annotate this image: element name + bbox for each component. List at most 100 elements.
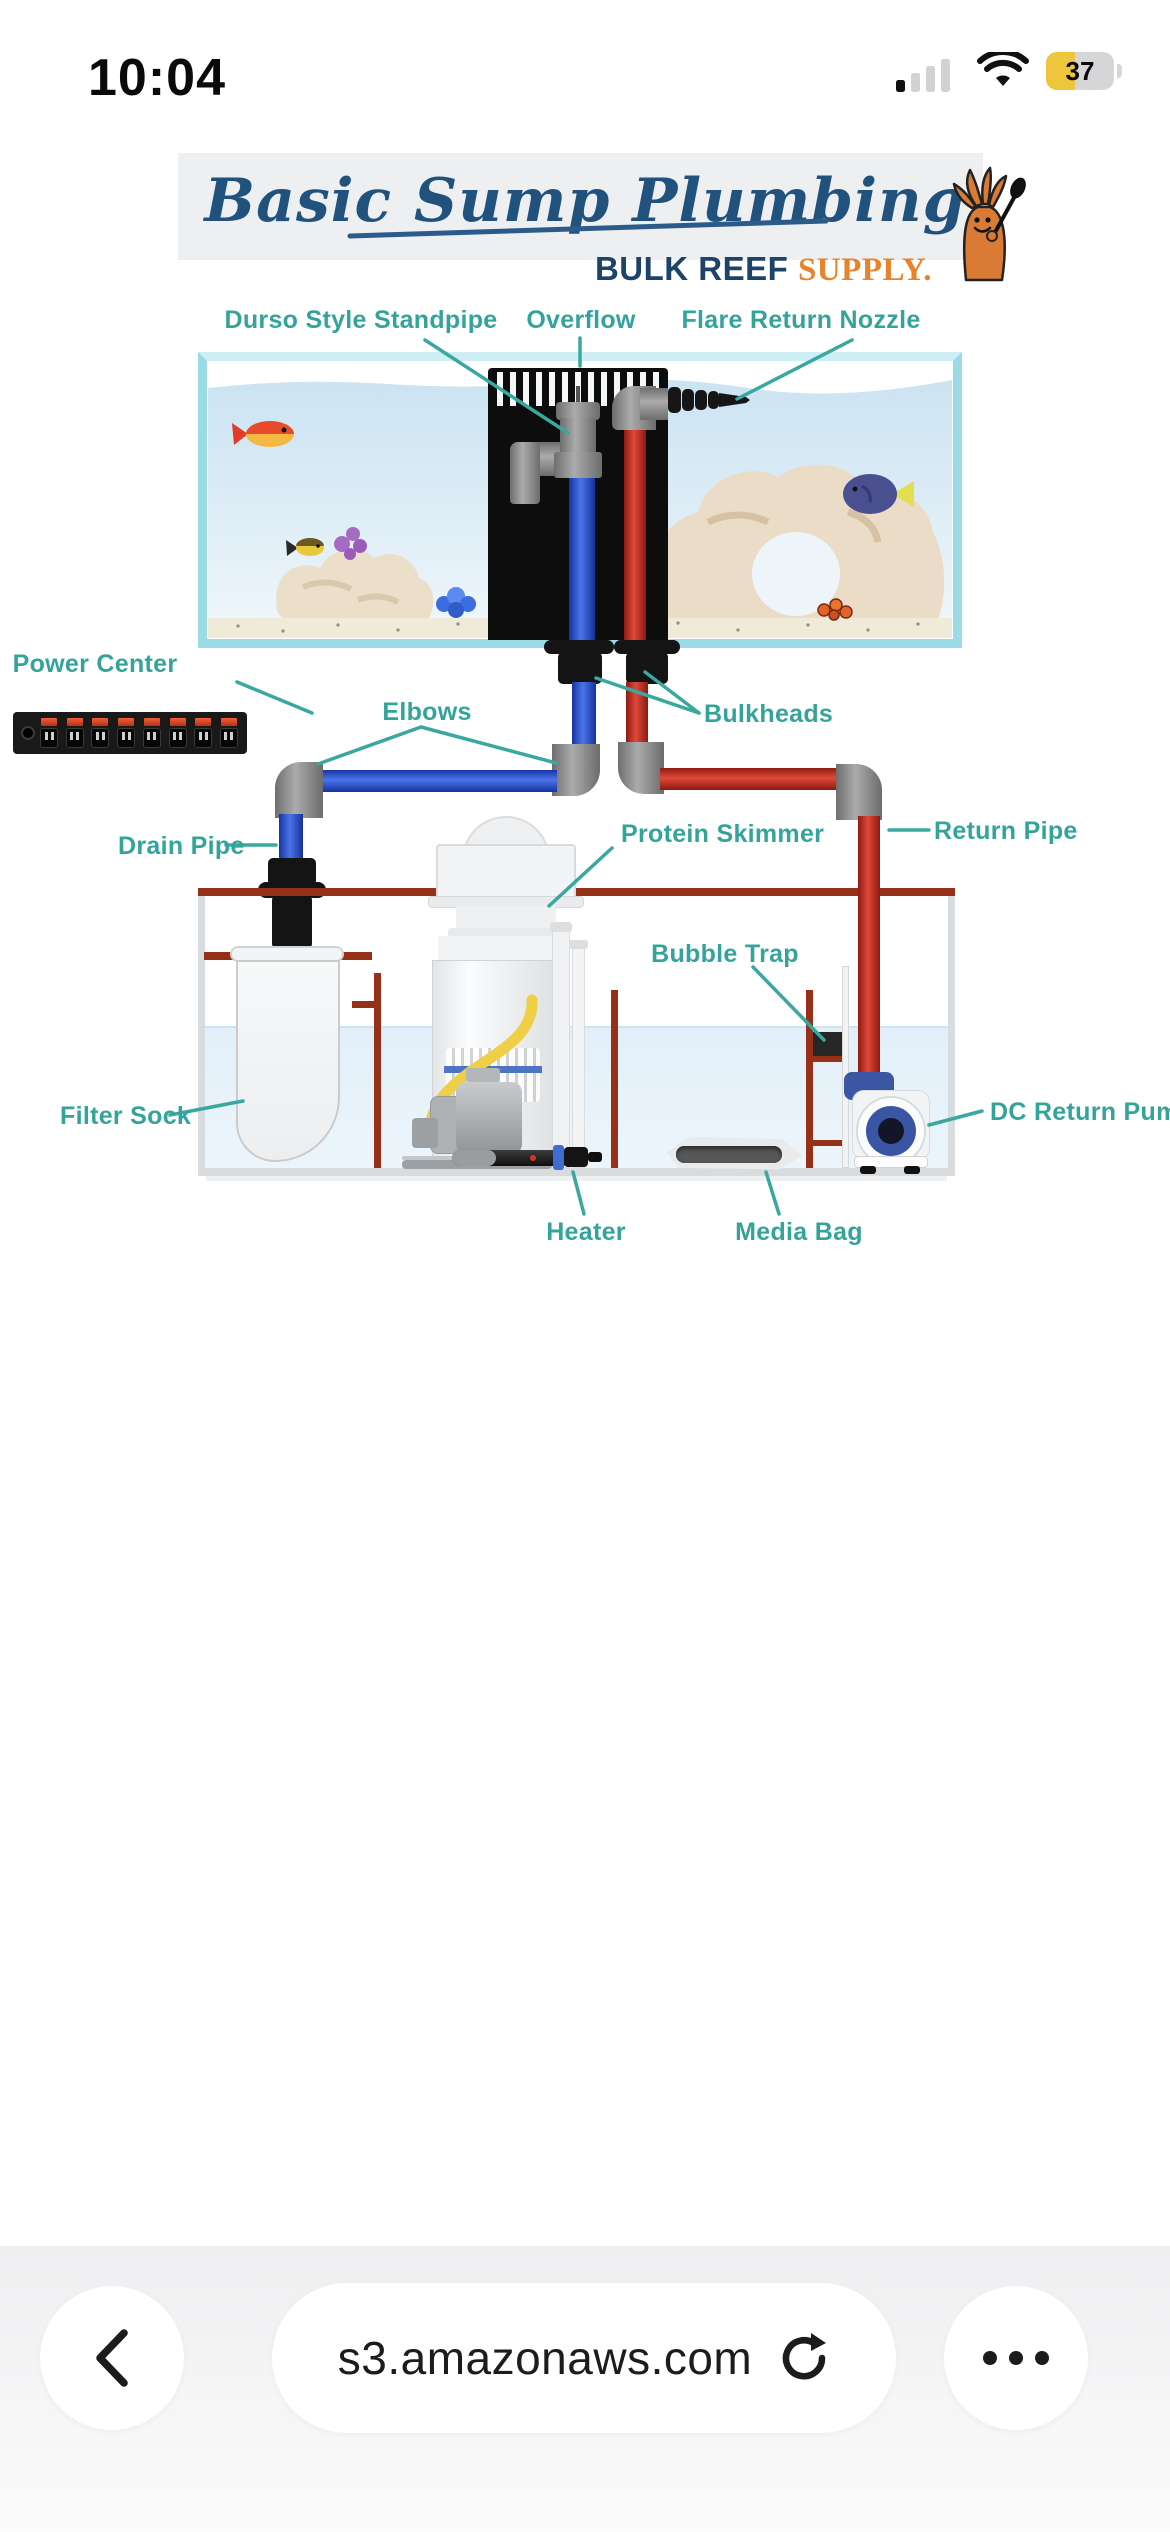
bulkhead-flange-drain bbox=[544, 640, 614, 654]
label-durso-standpipe: Durso Style Standpipe bbox=[224, 306, 498, 334]
outlet-row bbox=[39, 718, 239, 748]
elbow-red-right bbox=[836, 764, 882, 820]
label-filter-sock: Filter Sock bbox=[60, 1102, 192, 1130]
sock-holder-left bbox=[204, 952, 244, 960]
baffle-1-tab bbox=[352, 1001, 374, 1008]
label-media-bag: Media Bag bbox=[735, 1218, 863, 1246]
ellipsis-icon bbox=[1035, 2351, 1049, 2365]
media-bag-contents bbox=[676, 1146, 782, 1163]
brand-logo: BULK REEF SUPPLY. bbox=[595, 250, 932, 289]
bulkhead-body-drain bbox=[558, 652, 602, 684]
return-pipe-down bbox=[626, 682, 648, 744]
pump-screw bbox=[466, 1068, 500, 1082]
sock-holder-right bbox=[338, 952, 372, 960]
power-outlet bbox=[65, 718, 85, 748]
power-outlet bbox=[116, 718, 136, 748]
bulkhead-body-return bbox=[626, 652, 668, 684]
brs-mascot-icon bbox=[952, 166, 1026, 282]
return-pipe-vertical bbox=[858, 816, 880, 1076]
flare-nozzle bbox=[668, 387, 750, 413]
elbow-blue-left bbox=[275, 762, 323, 818]
ellipsis-icon bbox=[983, 2351, 997, 2365]
power-outlet bbox=[193, 718, 213, 748]
banner bbox=[178, 153, 983, 260]
gate-valve-top bbox=[268, 858, 316, 886]
battery-fill bbox=[1046, 52, 1075, 90]
label-drain-pipe: Drain Pipe bbox=[118, 832, 245, 860]
battery-icon: 37 bbox=[1046, 52, 1114, 90]
baffle-clear bbox=[842, 966, 849, 1168]
sump-wall-right bbox=[948, 890, 955, 1175]
label-heater: Heater bbox=[546, 1218, 626, 1246]
dc-pump-base bbox=[854, 1156, 928, 1168]
dc-pump-foot bbox=[904, 1166, 920, 1174]
sump-floor bbox=[198, 1168, 955, 1176]
drain-standpipe-blue bbox=[569, 478, 595, 644]
battery-nub bbox=[1117, 64, 1122, 78]
sump-top-rim bbox=[198, 888, 955, 896]
label-dc-return-pump: DC Return Pump bbox=[990, 1098, 1170, 1126]
bubble-trap-sponge bbox=[813, 1032, 842, 1056]
more-button[interactable] bbox=[944, 2286, 1088, 2430]
bulkhead-flange-return bbox=[614, 640, 680, 654]
label-bubble-trap: Bubble Trap bbox=[651, 940, 799, 968]
label-elbows: Elbows bbox=[382, 698, 472, 726]
back-button[interactable] bbox=[40, 2286, 184, 2430]
fish-tang bbox=[843, 474, 914, 514]
cellular-signal-icon bbox=[896, 59, 950, 92]
return-pipe-horizontal bbox=[660, 768, 842, 790]
brand-light: SUPPLY. bbox=[797, 252, 932, 288]
label-return-pipe: Return Pipe bbox=[934, 817, 1078, 845]
durso-coupling bbox=[554, 452, 602, 478]
blue-coral bbox=[436, 587, 476, 618]
dc-pump-intake bbox=[878, 1118, 904, 1144]
heater-plug bbox=[588, 1152, 602, 1162]
return-riser-red bbox=[624, 424, 646, 644]
label-protein-skimmer: Protein Skimmer bbox=[621, 820, 825, 848]
reload-icon[interactable] bbox=[778, 2330, 830, 2386]
power-outlet bbox=[219, 718, 239, 748]
baffle-3 bbox=[806, 990, 813, 1168]
pump-inlet bbox=[412, 1118, 438, 1148]
sump-wall-left bbox=[198, 890, 205, 1175]
durso-vent-pin bbox=[576, 386, 580, 404]
riser-cap-2 bbox=[569, 940, 588, 949]
url-text: s3.amazonaws.com bbox=[337, 2332, 753, 2384]
heater-glass-end bbox=[452, 1150, 496, 1166]
url-bar[interactable]: s3.amazonaws.com bbox=[272, 2283, 896, 2433]
brand-bold: BULK REEF bbox=[594, 250, 789, 287]
chevron-left-icon bbox=[96, 2329, 128, 2387]
skimmer-cup bbox=[436, 844, 576, 900]
power-outlet bbox=[39, 718, 59, 748]
heater-cap bbox=[564, 1147, 588, 1167]
orange-coral bbox=[817, 598, 853, 621]
skimmer-riser-2 bbox=[572, 948, 585, 1168]
skimmer-neck bbox=[456, 906, 556, 932]
drain-pipe-vertical bbox=[279, 814, 303, 866]
heater-blue-ring bbox=[553, 1145, 564, 1170]
power-center-strip bbox=[13, 712, 247, 754]
ellipsis-icon bbox=[1009, 2351, 1023, 2365]
label-bulkheads: Bulkheads bbox=[704, 700, 834, 728]
dc-pump-foot bbox=[860, 1166, 876, 1174]
sump-shadow bbox=[206, 1176, 947, 1181]
elbow-red-left bbox=[618, 742, 664, 794]
skimmer-pump-motor bbox=[456, 1082, 522, 1154]
return-elbow-stub bbox=[640, 388, 668, 420]
battery-percent: 37 bbox=[1065, 55, 1095, 86]
fish-wrasse bbox=[232, 421, 294, 447]
baffle-2 bbox=[611, 990, 618, 1168]
label-flare-return-nozzle: Flare Return Nozzle bbox=[681, 306, 921, 334]
pump-bracket bbox=[813, 1140, 843, 1146]
power-outlet bbox=[90, 718, 110, 748]
drain-pipe-horizontal bbox=[321, 770, 557, 792]
wifi-icon bbox=[977, 52, 1029, 86]
title-underline bbox=[347, 218, 829, 239]
purple-coral bbox=[334, 527, 367, 560]
drain-pipe-down bbox=[572, 682, 596, 746]
fish-small-yellow bbox=[286, 538, 324, 556]
heater-indicator bbox=[530, 1155, 536, 1161]
skimmer-flange-2 bbox=[448, 928, 564, 938]
power-outlet bbox=[168, 718, 188, 748]
